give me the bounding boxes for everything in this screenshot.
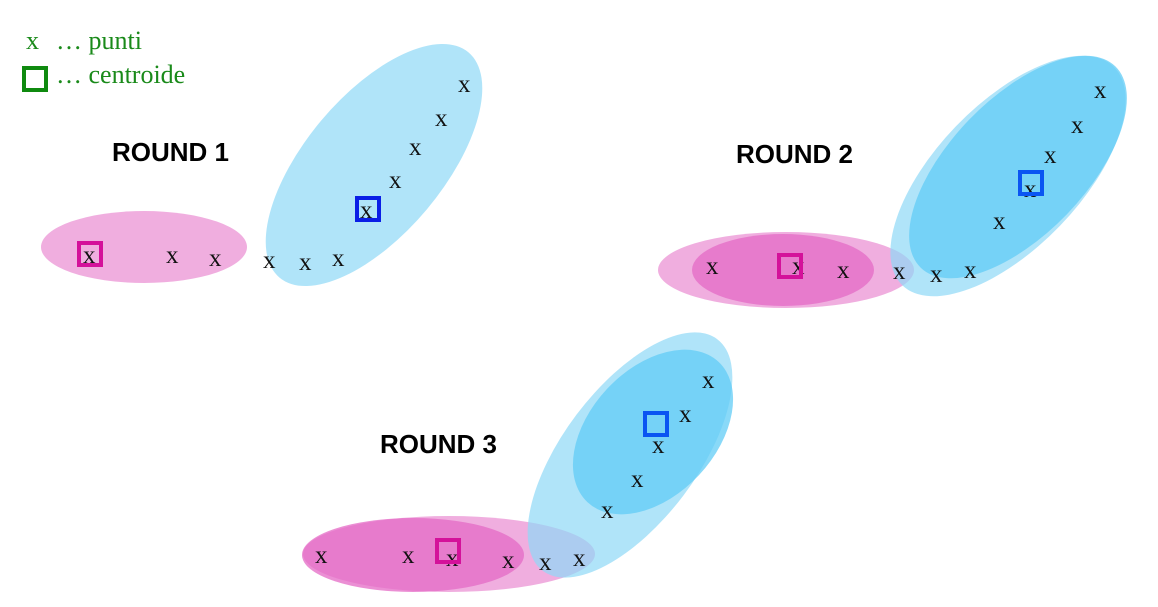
- round-2-title: ROUND 2: [736, 139, 853, 169]
- point: x: [702, 367, 715, 394]
- legend: x … punti … centroide: [22, 26, 185, 92]
- point: x: [573, 545, 586, 572]
- point: x: [964, 257, 977, 284]
- round-1-title: ROUND 1: [112, 137, 229, 167]
- round-3-blue-centroid: [643, 411, 669, 437]
- point: x: [299, 249, 312, 276]
- point: x: [631, 466, 644, 493]
- point: x: [993, 208, 1006, 235]
- point: x: [502, 547, 515, 574]
- point: x: [930, 261, 943, 288]
- point: x: [837, 257, 850, 284]
- point: x: [601, 497, 614, 524]
- point: x: [1071, 112, 1084, 139]
- point: x: [389, 167, 402, 194]
- point: x: [360, 197, 373, 224]
- point: x: [1044, 142, 1057, 169]
- round-2-pink-cluster: [692, 234, 874, 306]
- point: x: [166, 242, 179, 269]
- point: x: [315, 542, 328, 569]
- point: x: [402, 542, 415, 569]
- legend-centroid-label: … centroide: [56, 60, 185, 89]
- round-1-pink-centroid: [77, 241, 103, 267]
- legend-point-label: … punti: [56, 26, 142, 55]
- round-3-pink-centroid: [435, 538, 461, 564]
- point: x: [409, 134, 422, 161]
- legend-centroid-icon: [22, 66, 48, 92]
- point: x: [1024, 176, 1037, 203]
- point: x: [706, 253, 719, 280]
- round-2-blue-centroid: [1018, 170, 1044, 196]
- round-2-pink-centroid: [777, 253, 803, 279]
- round-1-points: x x x x x x x x x x x: [83, 71, 471, 276]
- round-3: ROUND 3 x x x x x x x x x x x: [302, 332, 734, 592]
- round-1-blue-centroid: [355, 196, 381, 222]
- point: x: [679, 401, 692, 428]
- round-3-points: x x x x x x x x x x x: [315, 367, 715, 576]
- point: x: [209, 245, 222, 272]
- point: x: [332, 245, 345, 272]
- round-2-blue-cluster: [909, 55, 1127, 279]
- point: x: [435, 105, 448, 132]
- point: x: [893, 258, 906, 285]
- point: x: [652, 432, 665, 459]
- point: x: [539, 549, 552, 576]
- round-3-title: ROUND 3: [380, 429, 497, 459]
- round-3-blue-cluster: [572, 349, 734, 515]
- point: x: [1094, 77, 1107, 104]
- round-1: ROUND 1 x x x x x x x x x x x: [41, 43, 483, 287]
- point: x: [83, 242, 96, 269]
- legend-point-symbol: x: [26, 26, 39, 55]
- point: x: [263, 247, 276, 274]
- round-1-blue-cluster: [265, 43, 483, 287]
- round-3-pink-cluster: [302, 518, 524, 592]
- point: x: [458, 71, 471, 98]
- point: x: [446, 545, 459, 572]
- round-2: ROUND 2 x x x x x x x x x x x: [658, 55, 1127, 308]
